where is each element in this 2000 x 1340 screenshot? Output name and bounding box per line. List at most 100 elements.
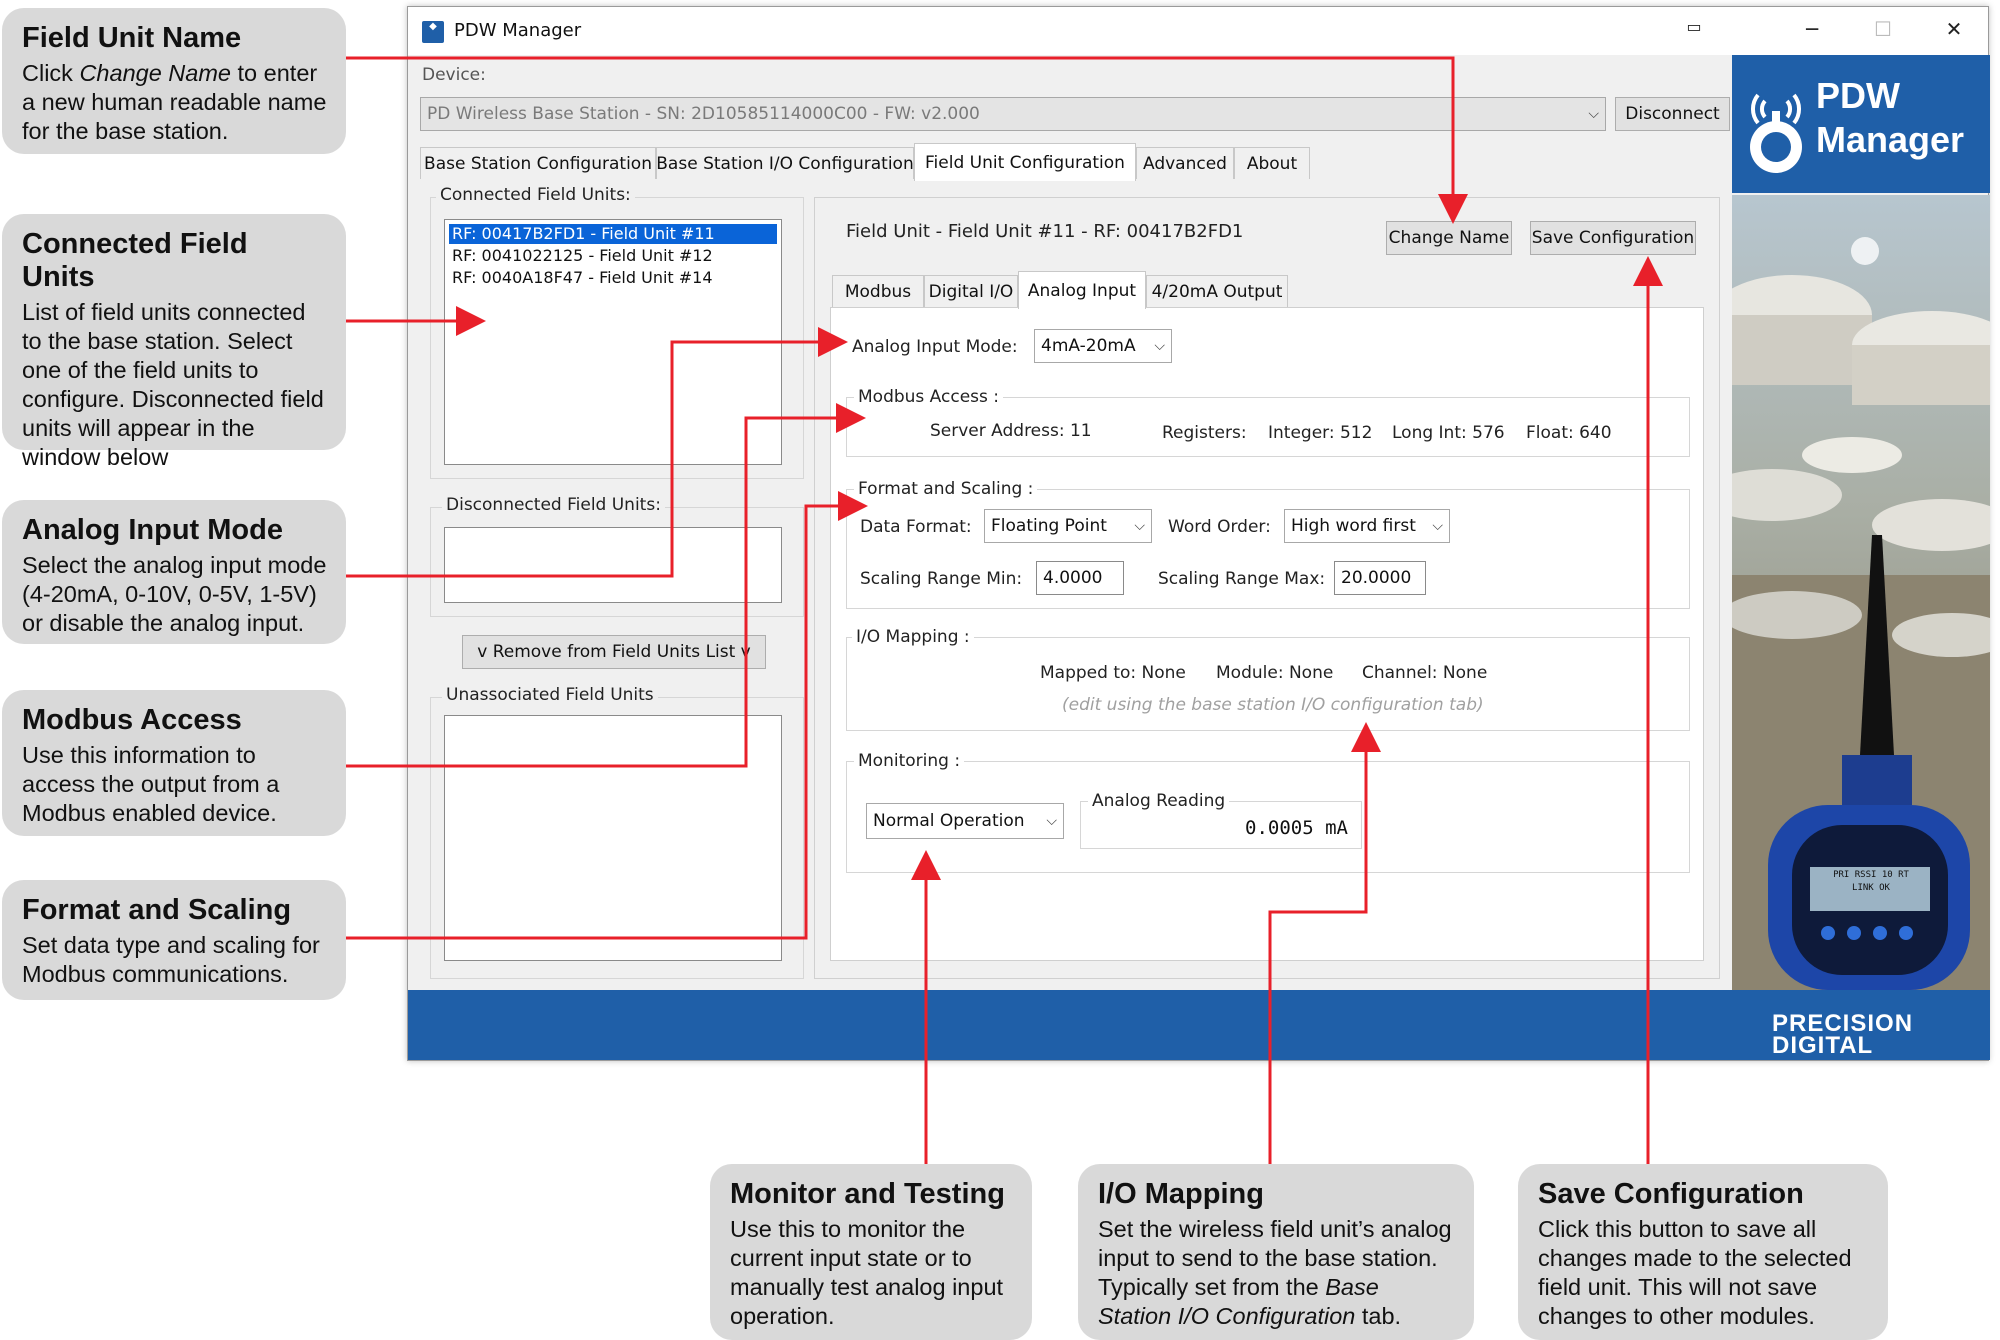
format-scaling-group bbox=[846, 489, 1690, 609]
title-bar: ◆ PDW Manager ▭ ─ ☐ ✕ bbox=[408, 7, 1988, 55]
scaling-max-input[interactable]: 20.0000 bbox=[1334, 561, 1426, 595]
word-order-label: Word Order: bbox=[1168, 517, 1271, 537]
callout-save-configuration: Save Configuration Click this button to … bbox=[1518, 1164, 1888, 1340]
callout-monitor-and-testing: Monitor and Testing Use this to monitor … bbox=[710, 1164, 1032, 1340]
monitoring-mode-select[interactable]: Normal Operation ⌵ bbox=[866, 803, 1064, 839]
callout-text: Use this to monitor the current input st… bbox=[730, 1216, 1004, 1329]
disconnected-units-label: Disconnected Field Units: bbox=[442, 495, 665, 515]
register-float: Float: 640 bbox=[1526, 423, 1612, 443]
change-name-button[interactable]: Change Name bbox=[1386, 221, 1512, 255]
tab-modbus[interactable]: Modbus bbox=[832, 275, 924, 307]
connected-units-label: Connected Field Units: bbox=[436, 185, 635, 205]
mapped-channel: Channel: None bbox=[1362, 663, 1488, 683]
chevron-down-icon: ⌵ bbox=[1154, 338, 1165, 354]
word-order-value: High word first bbox=[1291, 516, 1416, 536]
callout-text: Set the wireless field unit’s analog inp… bbox=[1098, 1216, 1452, 1329]
device-label: Device: bbox=[422, 65, 486, 85]
scaling-min-label: Scaling Range Min: bbox=[860, 569, 1023, 589]
maximize-button[interactable]: ☐ bbox=[1874, 17, 1892, 41]
callout-analog-input-mode: Analog Input Mode Select the analog inpu… bbox=[2, 500, 346, 644]
tab-analog-input[interactable]: Analog Input bbox=[1018, 271, 1146, 309]
analog-reading-label: Analog Reading bbox=[1088, 791, 1230, 811]
refinery-photo: PRI RSSI 10 RT LINK OK bbox=[1732, 195, 1990, 990]
format-scaling-title: Format and Scaling : bbox=[854, 479, 1038, 499]
status-bar bbox=[408, 990, 1732, 1060]
company-logo-line1: PRECISION bbox=[1772, 1010, 1914, 1037]
data-format-select[interactable]: Floating Point ⌵ bbox=[984, 509, 1152, 543]
brand-logo-panel: PDW Manager bbox=[1732, 55, 1990, 193]
device-display-line2: LINK OK bbox=[1852, 883, 1890, 893]
callout-title: I/O Mapping bbox=[1098, 1178, 1264, 1210]
register-long-int: Long Int: 576 bbox=[1392, 423, 1505, 443]
data-format-label: Data Format: bbox=[860, 517, 972, 537]
callout-title: Field Unit Name bbox=[22, 22, 242, 54]
monitoring-title: Monitoring : bbox=[854, 751, 965, 771]
callout-title: Modbus Access bbox=[22, 704, 242, 736]
list-item[interactable]: RF: 0041022125 - Field Unit #12 bbox=[452, 246, 713, 265]
callout-text: Select the analog input mode (4-20mA, 0-… bbox=[22, 552, 327, 636]
chevron-down-icon: ⌵ bbox=[1046, 813, 1057, 829]
minimize-button[interactable]: ─ bbox=[1805, 17, 1819, 41]
tab-advanced[interactable]: Advanced bbox=[1136, 147, 1234, 179]
disconnected-units-list[interactable] bbox=[444, 527, 782, 603]
io-mapping-title: I/O Mapping : bbox=[852, 627, 974, 647]
tab-about[interactable]: About bbox=[1234, 147, 1310, 179]
save-configuration-button[interactable]: Save Configuration bbox=[1530, 221, 1696, 255]
close-button[interactable]: ✕ bbox=[1945, 17, 1963, 41]
brand-product-line1: PDW bbox=[1816, 75, 1900, 116]
tab-4-20ma-output[interactable]: 4/20mA Output bbox=[1146, 275, 1288, 307]
list-item[interactable]: RF: 0040A18F47 - Field Unit #14 bbox=[452, 268, 713, 287]
tab-field-unit-configuration[interactable]: Field Unit Configuration bbox=[914, 143, 1136, 181]
window-title: PDW Manager bbox=[454, 20, 582, 41]
callout-text: Click this button to save all changes ma… bbox=[1538, 1216, 1852, 1329]
io-mapping-note: (edit using the base station I/O configu… bbox=[1062, 695, 1484, 715]
callout-title: Connected Field Units bbox=[22, 228, 248, 293]
app-icon: ◆ bbox=[422, 21, 444, 43]
callout-title: Analog Input Mode bbox=[22, 514, 283, 546]
modbus-access-title: Modbus Access : bbox=[854, 387, 1004, 407]
disconnect-button[interactable]: Disconnect bbox=[1615, 97, 1730, 131]
mapped-to: Mapped to: None bbox=[1040, 663, 1186, 683]
analog-input-mode-value: 4mA-20mA bbox=[1041, 336, 1136, 356]
device-select[interactable]: PD Wireless Base Station - SN: 2D1058511… bbox=[420, 97, 1606, 131]
connected-units-list[interactable]: RF: 00417B2FD1 - Field Unit #11 RF: 0041… bbox=[444, 219, 782, 465]
field-unit-header: Field Unit - Field Unit #11 - RF: 00417B… bbox=[846, 221, 1244, 242]
mapped-module: Module: None bbox=[1216, 663, 1334, 683]
pdw-logo bbox=[1750, 93, 1802, 173]
analog-input-mode-select[interactable]: 4mA-20mA ⌵ bbox=[1034, 329, 1172, 363]
tab-base-station-io-configuration[interactable]: Base Station I/O Configuration bbox=[656, 147, 914, 179]
unassociated-units-label: Unassociated Field Units bbox=[442, 685, 658, 705]
brand-product-line2: Manager bbox=[1816, 119, 1965, 160]
callout-io-mapping: I/O Mapping Set the wireless field unit’… bbox=[1078, 1164, 1474, 1340]
chevron-down-icon: ⌵ bbox=[1432, 518, 1443, 534]
callout-title: Format and Scaling bbox=[22, 894, 292, 926]
callout-modbus-access: Modbus Access Use this information to ac… bbox=[2, 690, 346, 836]
tab-digital-io[interactable]: Digital I/O bbox=[924, 275, 1018, 307]
word-order-select[interactable]: High word first ⌵ bbox=[1284, 509, 1450, 543]
tab-base-station-configuration[interactable]: Base Station Configuration bbox=[420, 147, 656, 179]
refinery-photo-art bbox=[1732, 195, 1990, 990]
unassociated-units-list[interactable] bbox=[444, 715, 782, 961]
company-logo-line2: DIGITAL bbox=[1772, 1032, 1874, 1059]
callout-text: Click Change Name to enter a new human r… bbox=[22, 60, 327, 144]
callout-text: List of field units connected to the bas… bbox=[22, 299, 324, 470]
registers-label: Registers: bbox=[1162, 423, 1247, 443]
server-address: Server Address: 11 bbox=[930, 421, 1092, 441]
analog-reading-value: 0.0005 mA bbox=[1245, 817, 1348, 839]
data-format-value: Floating Point bbox=[991, 516, 1107, 536]
chevron-down-icon: ⌵ bbox=[1588, 106, 1599, 122]
callout-format-and-scaling: Format and Scaling Set data type and sca… bbox=[2, 880, 346, 1000]
remove-from-list-button[interactable]: v Remove from Field Units List v bbox=[462, 635, 766, 669]
device-select-value: PD Wireless Base Station - SN: 2D1058511… bbox=[427, 104, 980, 124]
analog-input-panel bbox=[830, 307, 1704, 961]
callout-text: Use this information to access the outpu… bbox=[22, 742, 280, 826]
callout-connected-field-units: Connected Field Units List of field unit… bbox=[2, 214, 346, 470]
restore-icon[interactable]: ▭ bbox=[1686, 17, 1702, 36]
callout-field-unit-name: Field Unit Name Click Change Name to ent… bbox=[2, 8, 346, 154]
callout-title: Save Configuration bbox=[1538, 1178, 1804, 1210]
scaling-max-label: Scaling Range Max: bbox=[1158, 569, 1326, 589]
scaling-min-input[interactable]: 4.0000 bbox=[1036, 561, 1124, 595]
list-item[interactable]: RF: 00417B2FD1 - Field Unit #11 bbox=[449, 224, 777, 244]
callout-title: Monitor and Testing bbox=[730, 1178, 1005, 1210]
monitoring-mode-value: Normal Operation bbox=[873, 811, 1025, 831]
